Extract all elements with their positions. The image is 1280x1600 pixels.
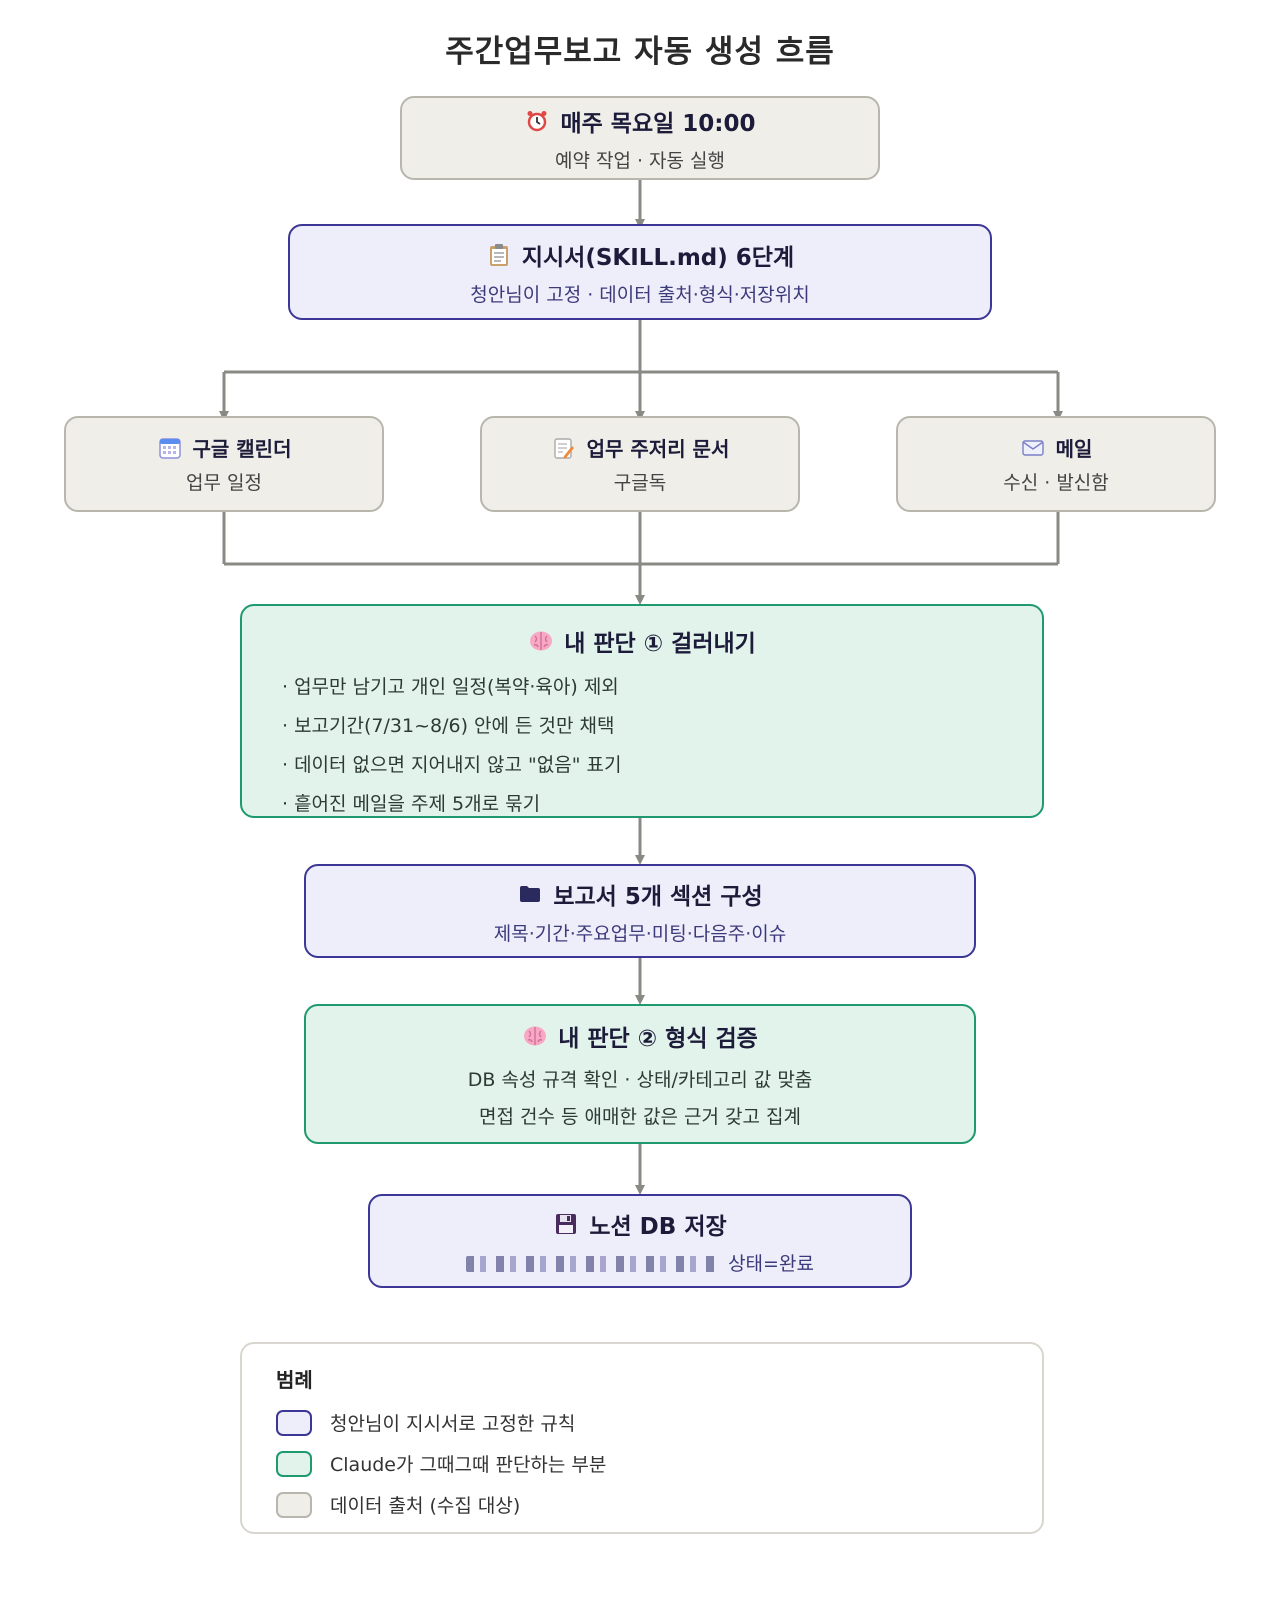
filter-node: 내 판단 ① 걸러내기 · 업무만 남기고 개인 일정(복약·육아) 제외 · … — [240, 604, 1044, 818]
verify-line: DB 속성 규격 확인 · 상태/카테고리 값 맞춤 — [467, 1069, 813, 1091]
mail-node: 메일 수신 · 발신함 — [896, 416, 1216, 512]
legend-item-data: 데이터 출처 (수집 대상) — [276, 1491, 1008, 1518]
calendar-icon — [157, 435, 183, 461]
legend-label: 청안님이 지시서로 고정한 규칙 — [330, 1413, 576, 1435]
compose-node: 보고서 5개 섹션 구성 제목·기간·주요업무·미팅·다음주·이슈 — [304, 864, 976, 958]
docs-node: 업무 주저리 문서 구글독 — [480, 416, 800, 512]
legend-label: Claude가 그때그때 판단하는 부분 — [330, 1454, 607, 1476]
alarm-clock-icon — [524, 108, 550, 134]
verify-node: 내 판단 ② 형식 검증 DB 속성 규격 확인 · 상태/카테고리 값 맞춤 … — [304, 1004, 976, 1144]
calendar-sub: 업무 일정 — [186, 472, 262, 494]
save-title: 노션 DB 저장 — [589, 1213, 727, 1240]
docs-sub: 구글독 — [613, 472, 667, 494]
filter-bullet: · 흩어진 메일을 주제 5개로 묶기 — [282, 793, 541, 815]
clipboard-icon — [486, 242, 512, 268]
mail-icon — [1020, 435, 1046, 461]
brain-icon — [522, 1023, 548, 1049]
filter-bullet: · 데이터 없으면 지어내지 않고 "없음" 표기 — [282, 754, 622, 776]
schedule-node: 매주 목요일 10:00 예약 작업 · 자동 실행 — [400, 96, 880, 180]
schedule-sub: 예약 작업 · 자동 실행 — [554, 149, 726, 172]
schedule-title: 매주 목요일 10:00 — [560, 110, 756, 137]
legend-label: 데이터 출처 (수집 대상) — [330, 1495, 521, 1517]
save-node: 노션 DB 저장 상태=완료 — [368, 1194, 912, 1288]
calendar-title: 구글 캘린더 — [192, 437, 292, 461]
legend-item-judge: Claude가 그때그때 판단하는 부분 — [276, 1450, 1008, 1477]
memo-icon — [551, 435, 577, 461]
compose-sub: 제목·기간·주요업무·미팅·다음주·이슈 — [493, 922, 787, 945]
skill-node: 지시서(SKILL.md) 6단계 청안님이 고정 · 데이터 출처·형식·저장… — [288, 224, 992, 320]
filter-bullet: · 업무만 남기고 개인 일정(복약·육아) 제외 — [282, 676, 619, 698]
filter-title: 내 판단 ① 걸러내기 — [564, 631, 756, 657]
legend-swatch-data — [276, 1491, 312, 1518]
verify-line: 면접 건수 등 애매한 값은 근거 갖고 집계 — [479, 1106, 801, 1128]
floppy-disk-icon — [553, 1211, 579, 1237]
compose-title: 보고서 5개 섹션 구성 — [553, 883, 763, 910]
save-sub: 상태=완료 — [728, 1252, 814, 1275]
verify-title: 내 판단 ② 형식 검증 — [558, 1026, 758, 1052]
skill-title: 지시서(SKILL.md) 6단계 — [521, 244, 795, 271]
filter-bullet: · 보고기간(7/31~8/6) 안에 든 것만 채택 — [282, 715, 615, 737]
docs-title: 업무 주저리 문서 — [586, 437, 730, 461]
filter-bullet-list: · 업무만 남기고 개인 일정(복약·육아) 제외 · 보고기간(7/31~8/… — [282, 672, 621, 828]
legend-item-rule: 청안님이 지시서로 고정한 규칙 — [276, 1409, 1008, 1436]
calendar-node: 구글 캘린더 업무 일정 — [64, 416, 384, 512]
legend: 범례 청안님이 지시서로 고정한 규칙 Claude가 그때그때 판단하는 부분… — [240, 1342, 1044, 1534]
folder-icon — [517, 881, 543, 907]
page-title: 주간업무보고 자동 생성 흐름 — [445, 34, 835, 70]
mail-sub: 수신 · 발신함 — [1003, 472, 1109, 494]
skill-sub: 청안님이 고정 · 데이터 출처·형식·저장위치 — [470, 283, 810, 306]
save-sub-row: 상태=완료 — [466, 1249, 814, 1276]
redacted-block — [466, 1256, 717, 1272]
mail-title: 메일 — [1055, 437, 1093, 461]
legend-title: 범례 — [276, 1368, 313, 1392]
legend-swatch-rule — [276, 1409, 312, 1436]
brain-icon — [528, 628, 554, 654]
legend-swatch-judge — [276, 1450, 312, 1477]
